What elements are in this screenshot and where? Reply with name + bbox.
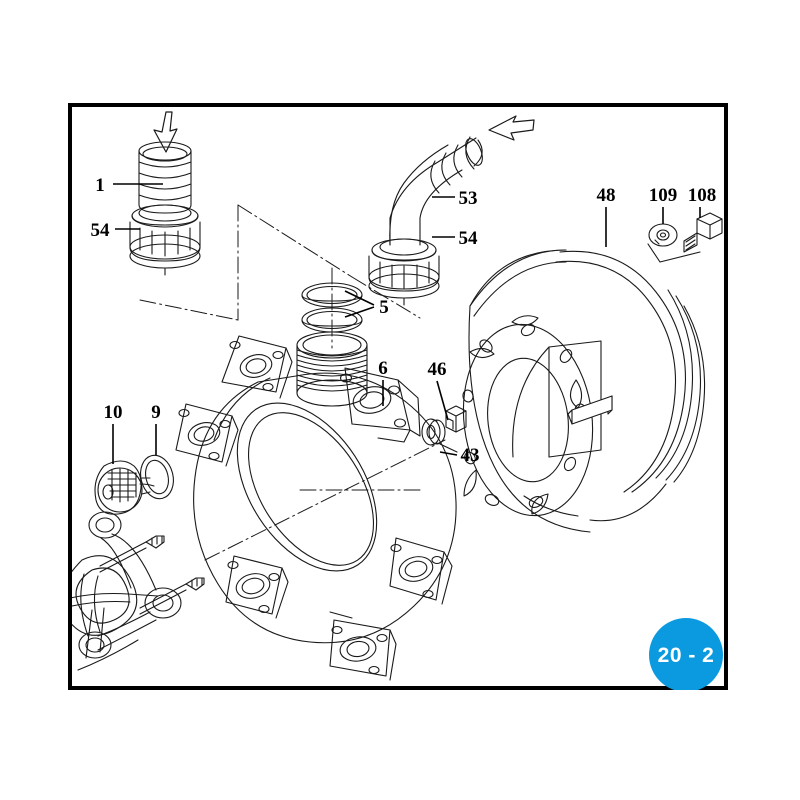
part-pump-manifold-body xyxy=(175,331,457,681)
callout-54-right: 54 xyxy=(459,228,479,249)
callout-1: 1 xyxy=(95,175,105,196)
leader-43 xyxy=(439,451,458,456)
part-mounting-bracket xyxy=(70,511,205,671)
leader-46 xyxy=(436,380,449,421)
callout-43: 43 xyxy=(461,445,480,466)
part-oring-and-valve xyxy=(94,454,174,515)
page-badge: 20 - 2 xyxy=(649,618,723,690)
flange-port-lower-right xyxy=(389,537,453,605)
callout-109: 109 xyxy=(649,185,678,206)
callout-numbers: 1 54 53 54 5 6 46 43 10 9 48 109 108 xyxy=(91,175,717,466)
inlet-arrow-vertical-icon xyxy=(153,111,178,153)
leader-5 xyxy=(344,290,375,318)
callout-6: 6 xyxy=(378,358,388,379)
callout-54-left: 54 xyxy=(91,220,111,241)
flange-port-upper-left xyxy=(221,335,293,399)
part-hose-barb-elbow xyxy=(368,115,535,306)
part-hose-barb-straight xyxy=(129,111,201,276)
callout-53: 53 xyxy=(459,188,478,209)
flange-port-bottom-center xyxy=(329,611,397,681)
callout-10: 10 xyxy=(104,402,123,423)
drawing-content xyxy=(70,111,723,681)
flange-port-bottom xyxy=(225,555,289,619)
callout-108: 108 xyxy=(688,185,717,206)
part-washer-and-nut xyxy=(421,405,467,453)
manifold-outer-contour xyxy=(193,372,457,644)
part-pump-housing-drum xyxy=(462,249,706,533)
inlet-arrow-angled-icon xyxy=(488,115,535,141)
badge-label: 20 - 2 xyxy=(658,644,715,667)
flange-port-right xyxy=(339,367,421,443)
callout-48: 48 xyxy=(597,185,616,206)
badge-circle xyxy=(649,618,723,690)
callout-9: 9 xyxy=(151,402,161,423)
callout-46: 46 xyxy=(428,359,447,380)
manifold-inner-bore xyxy=(236,402,378,572)
flange-port-left xyxy=(175,403,239,467)
diagram-frame xyxy=(68,103,728,690)
callout-5: 5 xyxy=(379,297,389,318)
callout-leaders xyxy=(112,183,701,464)
